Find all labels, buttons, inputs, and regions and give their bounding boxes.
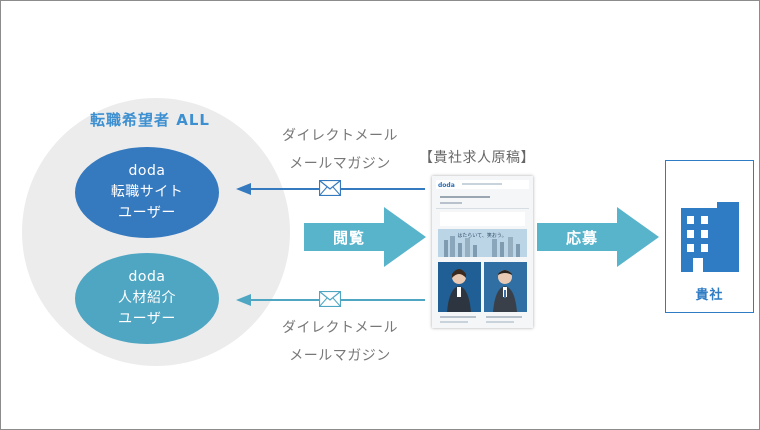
- envelope-icon: [319, 180, 341, 196]
- document-preview: doda はたらいて、笑おう。: [432, 176, 533, 328]
- channel-bottom-line1: ダイレクトメール: [282, 320, 398, 336]
- channel-bottom-label: ダイレクトメール メールマガジン: [270, 314, 410, 370]
- document-logo: doda: [438, 182, 455, 189]
- channel-top-line2: メールマガジン: [289, 156, 391, 172]
- apply-arrow-label: 応募: [566, 229, 599, 247]
- envelope-icon: [319, 291, 341, 307]
- segment-agent-users: doda 人材紹介 ユーザー: [75, 253, 219, 344]
- apply-arrow: [537, 207, 659, 267]
- segment-site-line1: doda: [128, 163, 166, 179]
- job-posting-document: doda はたらいて、笑おう。: [432, 176, 533, 328]
- segment-agent-line2: 人材紹介: [118, 290, 176, 306]
- target-group-title: 転職希望者 ALL: [90, 111, 210, 129]
- channel-top-label: ダイレクトメール メールマガジン: [270, 122, 410, 178]
- company-label: 貴社: [695, 288, 724, 303]
- document-banner: はたらいて、笑おう。: [457, 232, 506, 239]
- view-arrow: [304, 207, 426, 267]
- segment-site-users: doda 転職サイト ユーザー: [75, 147, 219, 238]
- building-icon: [681, 202, 739, 272]
- segment-agent-line1: doda: [128, 269, 166, 285]
- document-title: 【貴社求人原稿】: [419, 150, 535, 166]
- segment-agent-line3: ユーザー: [118, 311, 176, 327]
- segment-site-line3: ユーザー: [118, 205, 176, 221]
- channel-bottom-line2: メールマガジン: [289, 348, 391, 364]
- segment-site-line2: 転職サイト: [110, 184, 184, 200]
- channel-top-line1: ダイレクトメール: [282, 128, 398, 144]
- view-arrow-label: 閲覧: [333, 229, 366, 247]
